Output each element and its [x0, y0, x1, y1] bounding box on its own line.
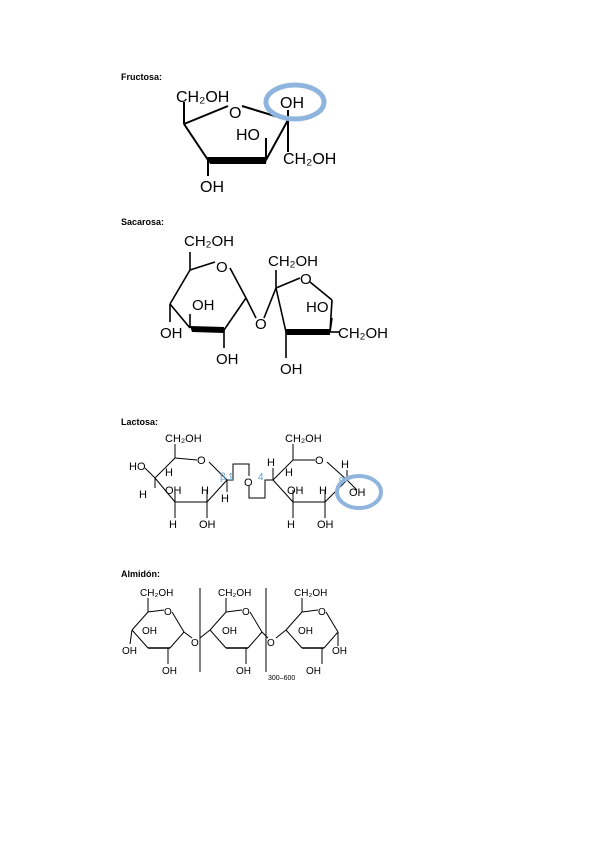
- highlight-circle: [335, 474, 383, 510]
- highlight-circle: [263, 82, 327, 122]
- fructose-oh-bottom: OH: [200, 179, 224, 196]
- starch-repeat-count: 300–600: [268, 675, 295, 682]
- lactose-beta-label: β: [220, 472, 226, 483]
- starch-oh: OH: [222, 626, 237, 637]
- starch-oh: OH: [306, 666, 321, 677]
- starch-ch2oh: CH₂OH: [140, 588, 173, 599]
- starch-ring-o: O: [318, 607, 326, 618]
- sucrose-ch2oh-glucose: CH₂OH: [184, 233, 234, 250]
- lactose-h: H: [319, 485, 327, 497]
- sucrose-ch2oh-fructose-right: CH₂OH: [338, 325, 388, 342]
- lactose-oh-c3: OH: [165, 485, 182, 497]
- starch-glycosidic-o: O: [267, 638, 275, 649]
- sucrose-oh-c2: OH: [216, 351, 239, 368]
- sucrose-ring-o-fructose: O: [300, 271, 312, 288]
- starch-oh: OH: [162, 666, 177, 677]
- starch-oh: OH: [142, 626, 157, 637]
- lactose-oh-c3-glucose: OH: [287, 485, 304, 497]
- lactose-h: H: [221, 493, 229, 505]
- starch-ring-o: O: [242, 607, 250, 618]
- fructose-ch2oh-right: CH₂OH: [283, 151, 336, 168]
- sucrose-oh-fructose-bottom: OH: [280, 361, 303, 378]
- starch-ring-o: O: [164, 607, 172, 618]
- label-almidon: Almidón:: [121, 569, 160, 579]
- sucrose-glycosidic-o: O: [255, 316, 267, 333]
- lactose-h: H: [139, 489, 147, 501]
- lactose-ring-o-glucose: O: [315, 455, 324, 467]
- fructose-ring-o: O: [229, 105, 241, 122]
- fructose-structure: CH₂OH O OH HO CH₂OH OH: [176, 82, 336, 196]
- lactose-h: H: [165, 467, 173, 479]
- lactose-h: H: [201, 485, 209, 497]
- starch-oh: OH: [332, 646, 347, 657]
- lactose-ho-c4: HO: [129, 461, 146, 473]
- lactose-h: H: [285, 467, 293, 479]
- label-sacarosa: Sacarosa:: [121, 217, 165, 227]
- starch-ch2oh: CH₂OH: [218, 588, 251, 599]
- sucrose-oh-c3: OH: [192, 297, 215, 314]
- lactose-oh-anomeric: OH: [349, 487, 366, 499]
- fructose-ch2oh-top: CH₂OH: [176, 89, 229, 106]
- starch-oh: OH: [236, 666, 251, 677]
- fructose-ho: HO: [236, 127, 260, 144]
- lactose-h: H: [267, 457, 275, 469]
- starch-ch2oh: CH₂OH: [294, 588, 327, 599]
- lactose-structure: CH₂OH O HO H H OH H H H OH β 1 O 4 H CH₂…: [129, 433, 383, 531]
- sucrose-ho-fructose: HO: [306, 299, 329, 316]
- lactose-oh-c2-glucose: OH: [317, 519, 334, 531]
- sucrose-oh-c4: OH: [160, 325, 183, 342]
- lactose-glycosidic-o: O: [244, 477, 253, 489]
- starch-structure: CH₂OH O OH OH OH O CH₂OH O OH OH O 300–6…: [122, 588, 347, 682]
- fructose-oh-anomeric: OH: [280, 95, 304, 112]
- lactose-ch2oh-galactose: CH₂OH: [165, 433, 202, 445]
- starch-glycosidic-o: O: [191, 638, 199, 649]
- starch-oh: OH: [122, 646, 137, 657]
- starch-oh: OH: [298, 626, 313, 637]
- lactose-alpha-label: α: [339, 474, 344, 484]
- lactose-c4-label: 4: [258, 472, 264, 483]
- lactose-h: H: [169, 519, 177, 531]
- lactose-ch2oh-glucose: CH₂OH: [285, 433, 322, 445]
- lactose-h: H: [341, 459, 349, 471]
- lactose-h: H: [287, 519, 295, 531]
- sucrose-structure: CH₂OH O OH OH OH O CH₂OH O HO CH₂OH OH: [160, 233, 388, 378]
- label-fructosa: Fructosa:: [121, 72, 163, 82]
- lactose-c1-label: 1: [228, 472, 234, 483]
- lactose-oh-c2: OH: [199, 519, 216, 531]
- sucrose-ring-o-glucose: O: [216, 259, 228, 276]
- label-lactosa: Lactosa:: [121, 417, 159, 427]
- sucrose-ch2oh-fructose-top: CH₂OH: [268, 253, 318, 270]
- lactose-ring-o-galactose: O: [197, 455, 206, 467]
